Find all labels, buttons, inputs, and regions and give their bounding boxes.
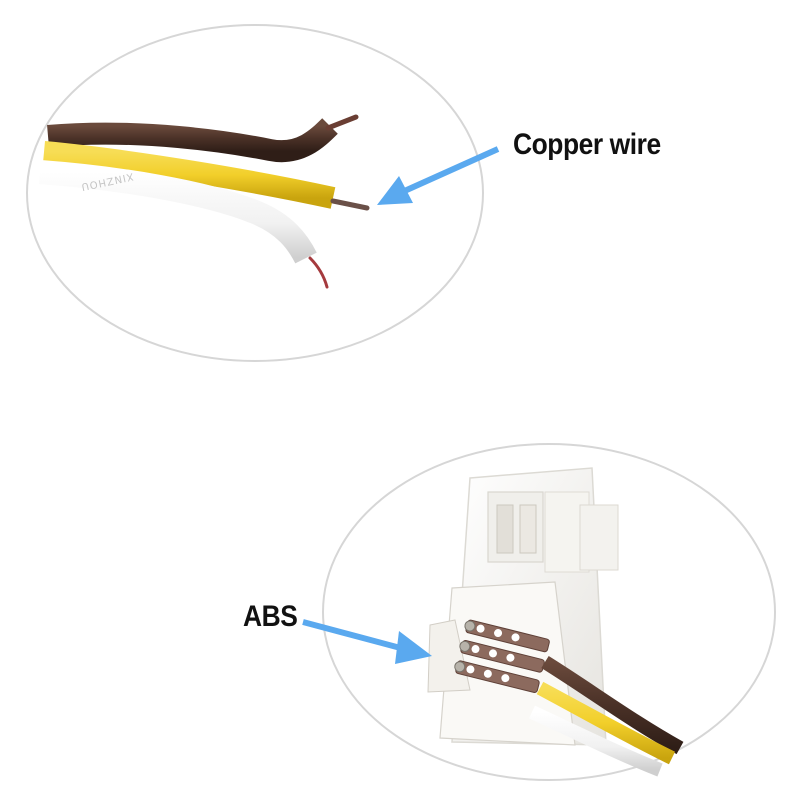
connector-brown-wire xyxy=(541,656,684,755)
abs-arrow xyxy=(302,619,432,664)
connector-yellow-wire xyxy=(536,681,676,765)
connector-detail-group xyxy=(302,443,776,781)
contact-pins xyxy=(454,619,550,694)
yellow-wire xyxy=(42,141,336,209)
brown-wire-copper-tip xyxy=(325,114,359,131)
wire-detail-group: XINZHOU xyxy=(26,24,500,362)
abs-label: ABS xyxy=(243,600,298,633)
copper-wire-arrow xyxy=(377,146,500,205)
brown-wire xyxy=(47,118,338,163)
copper-wire-label: Copper wire xyxy=(513,128,661,161)
connector-white-wire xyxy=(529,705,663,777)
white-wire xyxy=(39,160,317,264)
yellow-wire-copper-tip xyxy=(330,198,370,211)
white-wire-copper-tip xyxy=(308,256,329,289)
